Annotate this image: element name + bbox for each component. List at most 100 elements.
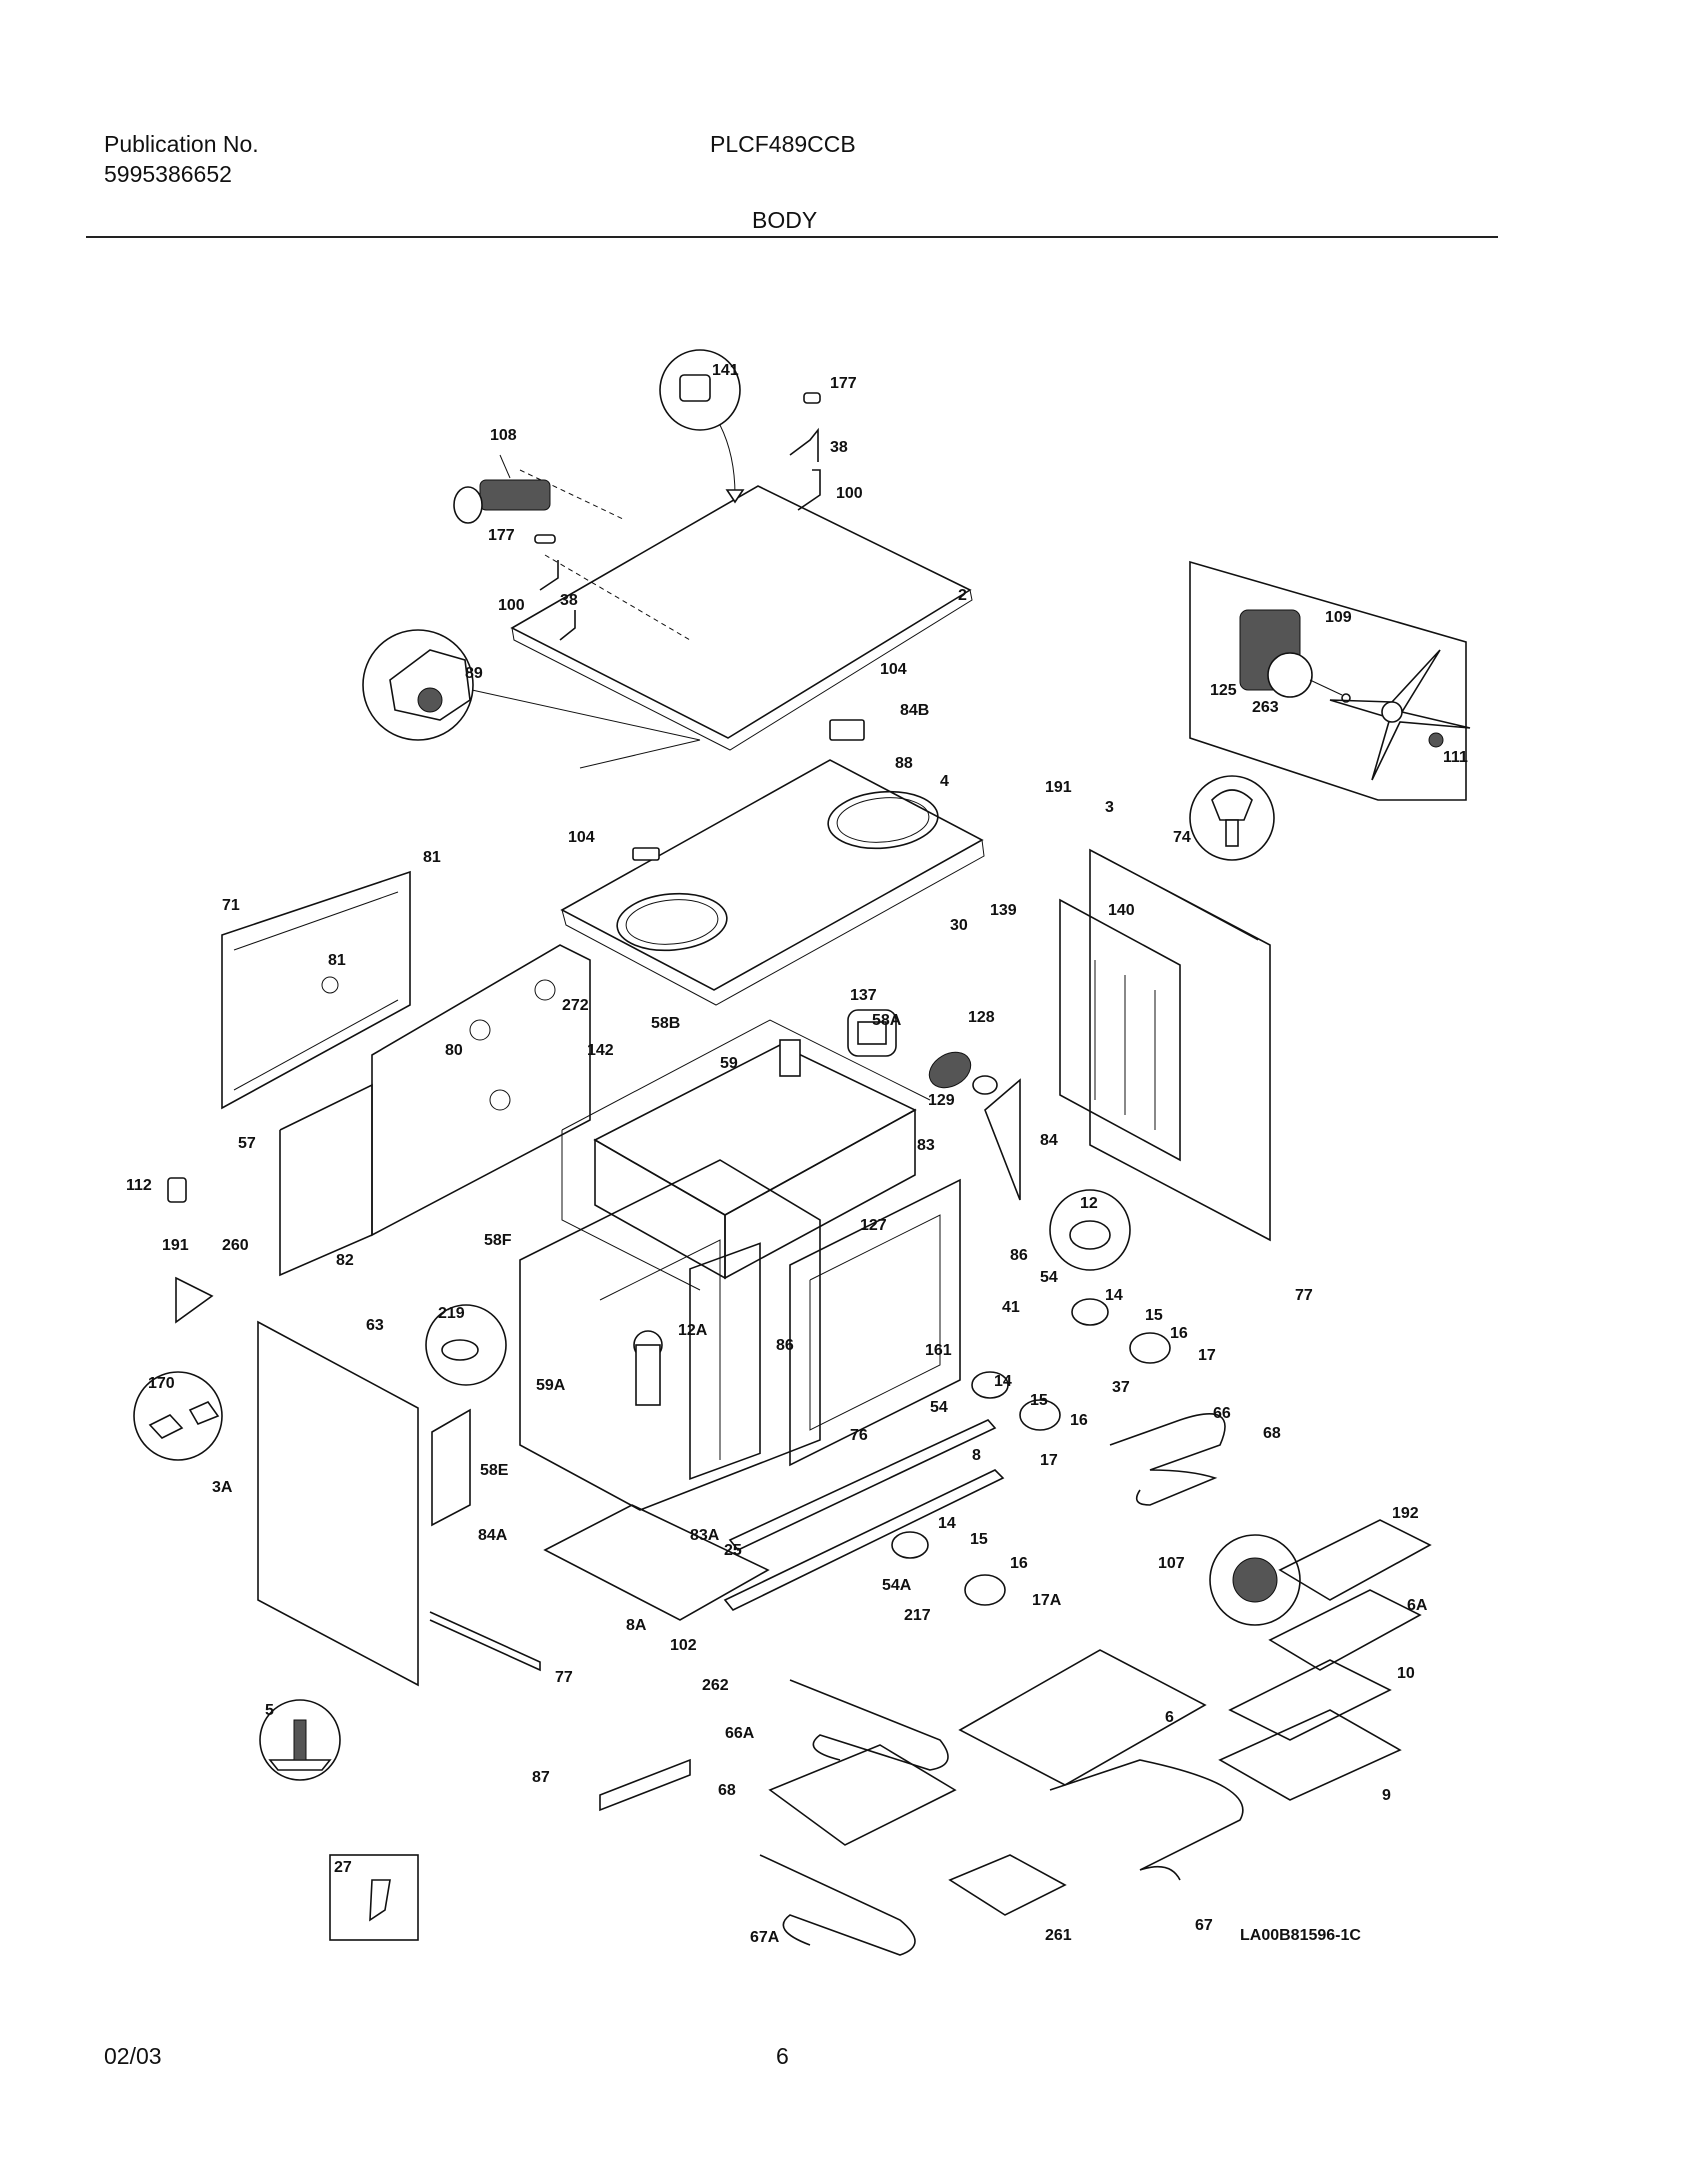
- callout-label: 100: [836, 485, 863, 502]
- page-number: 6: [776, 2043, 789, 2069]
- callout-label: 8A: [626, 1617, 647, 1634]
- callout-label: 142: [587, 1042, 614, 1059]
- callout-label: 76: [850, 1427, 868, 1444]
- callout-label: 84B: [900, 702, 929, 719]
- callout-label: 12A: [678, 1322, 708, 1339]
- callout-label: 77: [555, 1669, 573, 1686]
- callout-label: 100: [498, 597, 525, 614]
- callout-label: 83: [917, 1137, 935, 1154]
- callout-label: 3: [1105, 799, 1114, 816]
- callout-label: 71: [222, 897, 240, 914]
- callout-label: 81: [423, 849, 441, 866]
- callout-label: 16: [1010, 1555, 1028, 1572]
- callout-label: 17: [1040, 1452, 1058, 1469]
- support-bracket-84A: [431, 1408, 471, 1527]
- callout-label: 261: [1045, 1927, 1072, 1944]
- callout-label: 107: [1158, 1555, 1185, 1572]
- drawing-code: LA00B81596-1C: [1240, 1927, 1361, 1944]
- bake-element-67A: [759, 1854, 916, 1956]
- callout-label: 38: [560, 592, 578, 609]
- callout-label: 86: [776, 1337, 794, 1354]
- detail-27: [329, 1854, 419, 1941]
- tray-261: [948, 1854, 1067, 1916]
- callout-label: 17: [1198, 1347, 1216, 1364]
- callout-label: 170: [148, 1375, 175, 1392]
- kick-plate-87: [599, 1758, 691, 1812]
- callout-label: 27: [334, 1859, 352, 1876]
- callout-label: 74: [1173, 829, 1191, 846]
- callout-label: 260: [222, 1237, 249, 1254]
- callout-label: 81: [328, 952, 346, 969]
- callout-label: 109: [1325, 609, 1352, 626]
- bake-element-67: [1049, 1759, 1244, 1881]
- callout-label: 59: [720, 1055, 738, 1072]
- leveler-5: [259, 1699, 341, 1781]
- lamp-detail-74: [1189, 775, 1275, 861]
- callout-label: 125: [1210, 682, 1237, 699]
- callout-label: 262: [702, 1677, 729, 1694]
- callout-label: 30: [950, 917, 968, 934]
- callout-label: 63: [366, 1317, 384, 1334]
- bracket-191: [175, 1276, 214, 1324]
- callout-label: 59A: [536, 1377, 566, 1394]
- callout-label: 191: [1045, 779, 1072, 796]
- callout-label: 161: [925, 1342, 952, 1359]
- callout-label: 57: [238, 1135, 256, 1152]
- callout-label: 217: [904, 1607, 931, 1624]
- callout-label: 41: [1002, 1299, 1020, 1316]
- callout-label: 111: [1443, 749, 1468, 766]
- broil-pan-192: [1218, 1519, 1432, 1801]
- callout-label: 272: [562, 997, 589, 1014]
- callout-label: 139: [990, 902, 1017, 919]
- callout-label: 14: [938, 1515, 956, 1532]
- side-panel-3A: [257, 1320, 419, 1687]
- callout-label: 12: [1080, 1195, 1098, 1212]
- header-divider: [86, 236, 1498, 238]
- callout-label: 3A: [212, 1479, 233, 1496]
- callout-label: 129: [928, 1092, 955, 1109]
- section-title: BODY: [752, 207, 818, 233]
- callout-label: 177: [488, 527, 515, 544]
- callout-label: 192: [1392, 1505, 1419, 1522]
- callout-label: 16: [1070, 1412, 1088, 1429]
- callout-label: 15: [1145, 1307, 1163, 1324]
- callout-label: 67A: [750, 1929, 780, 1946]
- rear-wall-panel-71: [221, 870, 411, 1110]
- callout-label: 88: [895, 755, 913, 772]
- rack-68: [768, 1744, 957, 1846]
- small-part-112: [167, 1177, 187, 1203]
- lower-oven-cavity: [519, 1159, 961, 1511]
- callout-label: 14: [994, 1373, 1012, 1390]
- callout-label: 14: [1105, 1287, 1123, 1304]
- callout-label: 191: [162, 1237, 189, 1254]
- callout-label: 83A: [690, 1527, 720, 1544]
- callout-label: 2: [958, 587, 967, 604]
- callout-label: 102: [670, 1637, 697, 1654]
- fan-cover-107: [1209, 1534, 1301, 1626]
- callout-label: 219: [438, 1305, 465, 1322]
- callout-label: 128: [968, 1009, 995, 1026]
- callout-label: 66: [1213, 1405, 1231, 1422]
- callout-label: 6: [1165, 1709, 1174, 1726]
- callout-label: 10: [1397, 1665, 1415, 1682]
- callout-label: 8: [972, 1447, 981, 1464]
- probe-thermostat-141: [659, 349, 745, 504]
- callout-label: 15: [970, 1531, 988, 1548]
- callout-label: 80: [445, 1042, 463, 1059]
- oven-rack-6: [958, 1649, 1207, 1786]
- callout-label: 66A: [725, 1725, 755, 1742]
- top-panel: [510, 469, 973, 751]
- cooling-fan-108: [453, 454, 551, 524]
- callout-labels: 141 177 38 100 108 177 100 38 2 89 104 8…: [126, 362, 1468, 1946]
- callout-label: 5: [265, 1702, 274, 1719]
- callout-label: 104: [568, 829, 595, 846]
- callout-label: 137: [850, 987, 877, 1004]
- callout-label: 68: [718, 1782, 736, 1799]
- callout-label: 87: [532, 1769, 550, 1786]
- callout-label: 15: [1030, 1392, 1048, 1409]
- gasket-detail-170: [133, 1371, 223, 1461]
- callout-label: 263: [1252, 699, 1279, 716]
- callout-label: 54: [930, 1399, 948, 1416]
- callout-label: 108: [490, 427, 517, 444]
- callout-label: 58E: [480, 1462, 509, 1479]
